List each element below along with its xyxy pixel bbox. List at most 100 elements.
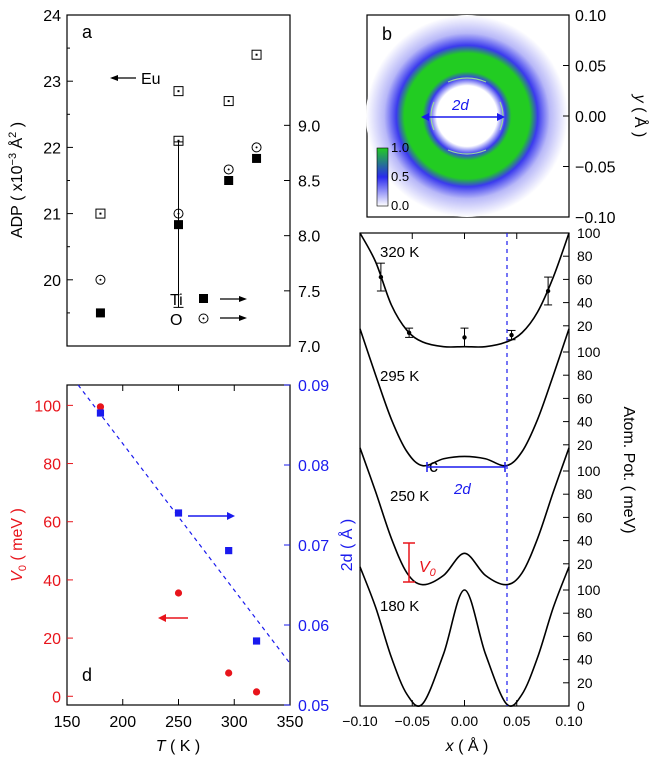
eu-marker xyxy=(173,86,184,97)
panel-b-2d-label: 2d xyxy=(451,97,469,114)
curve-point xyxy=(406,330,412,335)
v0-label: V0 xyxy=(419,559,437,579)
2d-point xyxy=(252,637,261,645)
panel-b: b 2d 1.0 0.5 0.0 0.100.050.00−0.05−0.10 … xyxy=(366,8,650,227)
panel-c-y-tick-label: 60 xyxy=(577,271,593,287)
panel-a-right-tick-label: 8.0 xyxy=(298,229,320,246)
panel-c-y-tick-label: 80 xyxy=(577,248,593,264)
density-ring xyxy=(366,15,568,217)
panel-c-y-tick-label: 100 xyxy=(577,225,601,241)
panel-b-tick-label: −0.05 xyxy=(575,160,616,177)
panel-d-right-tick-label: 0.08 xyxy=(298,458,329,475)
panel-c-x-tick-label: 0.05 xyxy=(503,713,530,729)
panel-c-label: c xyxy=(429,456,438,476)
panel-a-right-tick-label: 8.5 xyxy=(298,174,320,191)
panel-d-frame xyxy=(66,384,291,706)
eu-marker-dot xyxy=(99,212,102,215)
panel-a-left-tick-label: 22 xyxy=(43,140,61,157)
panel-c-y-tick-label: 40 xyxy=(577,533,593,549)
v0-point xyxy=(252,688,261,696)
panel-b-label: b xyxy=(382,24,392,44)
panel-d-left-tick-label: 80 xyxy=(43,457,61,474)
panel-c-y-tick-label: 80 xyxy=(577,486,593,502)
panel-c-x-tick-label: 0.00 xyxy=(451,713,478,729)
panel-c-y-tick-label: 40 xyxy=(577,295,593,311)
curve-point xyxy=(545,288,551,294)
panel-c-y-tick-label: 20 xyxy=(577,675,593,691)
eu-marker xyxy=(223,96,234,107)
panel-c-y-tick-label: 100 xyxy=(577,582,601,598)
panel-c-y-tick-label: 80 xyxy=(577,605,593,621)
panel-d-ylabel-left: V0 ( meV ) xyxy=(9,508,29,582)
panel-d-x-tick-label: 200 xyxy=(109,714,136,731)
colorbar-tick-1: 1.0 xyxy=(391,140,409,155)
eu-marker-dot xyxy=(255,53,258,56)
o-marker-dot xyxy=(255,146,258,149)
eu-label: Eu xyxy=(141,71,161,88)
ti-marker xyxy=(224,176,234,185)
panel-c-y-tick-label: 60 xyxy=(577,628,593,644)
curve-label-250: 250 K xyxy=(390,488,429,505)
potential-curve-295k xyxy=(359,328,570,467)
panel-d-x-tick-label: 250 xyxy=(165,714,192,731)
panel-a-ylabel: ADP ( x10−3 Å2 ) xyxy=(7,122,26,238)
panel-c-y-tick-label: 80 xyxy=(577,367,593,383)
panel-b-tick-label: 0.05 xyxy=(575,59,606,76)
panel-c-y-tick-label: 20 xyxy=(577,437,593,453)
panel-d-left-tick-label: 60 xyxy=(43,515,61,532)
o-marker xyxy=(95,274,106,285)
potential-curve-180k xyxy=(359,566,570,707)
panel-d-right-tick-label: 0.05 xyxy=(298,698,329,715)
2d-point xyxy=(225,547,233,555)
panel-d-ylabel-right: 2d ( Å ) xyxy=(337,519,356,571)
2d-point xyxy=(174,509,183,517)
panel-a-right-tick-label: 7.5 xyxy=(298,284,320,301)
panel-d-label: d xyxy=(82,665,92,685)
panel-d-x-tick-label: 350 xyxy=(277,714,304,731)
curve-label-295: 295 K xyxy=(380,368,419,385)
panel-d-left-tick-label: 100 xyxy=(34,398,61,415)
curve-label-320: 320 K xyxy=(380,244,419,261)
o-marker-dot xyxy=(227,168,230,171)
panel-c-x-tick-label: 0.10 xyxy=(555,713,582,729)
panel-a-left-tick-label: 21 xyxy=(43,207,61,224)
panel-d-right-tick-label: 0.06 xyxy=(298,618,329,635)
panel-c-y-tick-label: 100 xyxy=(577,463,601,479)
curve-point xyxy=(378,274,384,280)
panel-d-left-tick-label: 40 xyxy=(43,573,61,590)
panel-a-right-ticks: 7.07.58.08.59.0 xyxy=(284,118,320,356)
panel-c-y-tick-label: 20 xyxy=(577,318,593,334)
ti-marker xyxy=(252,153,262,163)
panel-c-y-tick-label: 40 xyxy=(577,652,593,668)
eu-marker-dot xyxy=(227,100,230,103)
panel-c-x-tick-label: −0.10 xyxy=(342,713,378,729)
v0-point xyxy=(174,589,183,597)
panel-d-xlabel: T ( K ) xyxy=(156,738,200,755)
panel-d-right-tick-label: 0.07 xyxy=(298,538,329,555)
panel-c-2d-label: 2d xyxy=(453,481,471,498)
panel-a-label: a xyxy=(82,22,93,42)
panel-b-tick-label: −0.10 xyxy=(575,210,616,227)
eu-marker xyxy=(251,49,262,60)
panel-d-right-tick-label: 0.09 xyxy=(298,378,329,395)
ti-marker xyxy=(95,308,105,318)
panel-c-ylabel: Atom. Pot. ( meV) xyxy=(620,406,637,533)
panel-a-left-tick-label: 24 xyxy=(43,8,61,25)
o-marker xyxy=(223,164,234,175)
panel-a-right-tick-label: 9.0 xyxy=(298,118,320,135)
ti-legend-marker xyxy=(199,294,208,303)
v0-point xyxy=(225,669,233,677)
panel-c-curves xyxy=(359,232,570,707)
panel-d-left-tick-label: 0 xyxy=(52,689,61,706)
eu-marker-dot xyxy=(177,139,180,142)
panel-d-marks xyxy=(77,384,291,696)
panel-b-tick-label: 0.10 xyxy=(575,8,606,25)
curve-label-180: 180 K xyxy=(380,598,419,615)
